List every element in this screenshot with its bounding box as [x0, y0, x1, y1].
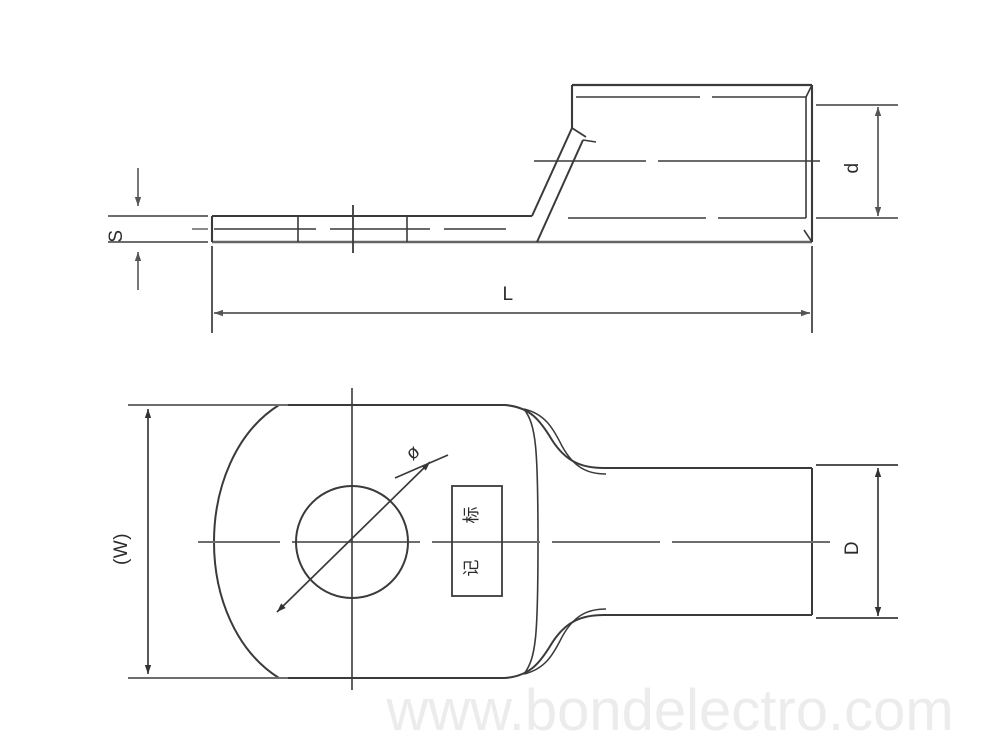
site-watermark: www.bondelectro.com — [385, 678, 953, 735]
side-elevation-view: S d L — [106, 83, 898, 333]
marking-box: 标 记 — [451, 485, 503, 597]
dimension-label-hole-diameter: ø — [402, 441, 425, 465]
dimension-thickness-s: S — [106, 168, 208, 290]
marking-box-outline — [451, 485, 503, 597]
dimension-length-l: L — [211, 246, 813, 333]
dimension-label-barrel-d: D — [842, 541, 863, 555]
barrel-outline — [570, 83, 814, 243]
dimension-label-w: (W) — [111, 533, 132, 565]
dimension-hole-diameter: ø — [276, 441, 449, 613]
marking-box-char-1: 标 — [462, 507, 481, 524]
bend-transition-lines — [531, 127, 597, 243]
dimension-palm-width-w: (W) — [111, 404, 288, 679]
barrel-bore-lines — [568, 96, 806, 219]
dimension-label-d: d — [842, 162, 863, 173]
dimension-label-s: S — [106, 229, 127, 242]
watermark-text: www.bondelectro.com — [385, 678, 953, 735]
plan-top-view: ø 标 记 (W) D — [111, 388, 898, 690]
palm-plate-outline — [210, 214, 812, 244]
dimension-barrel-diameter-d: D — [816, 464, 898, 619]
marking-box-char-2: 记 — [462, 560, 481, 577]
dimension-label-l: L — [502, 284, 513, 305]
dimension-bore-d: d — [816, 104, 898, 219]
